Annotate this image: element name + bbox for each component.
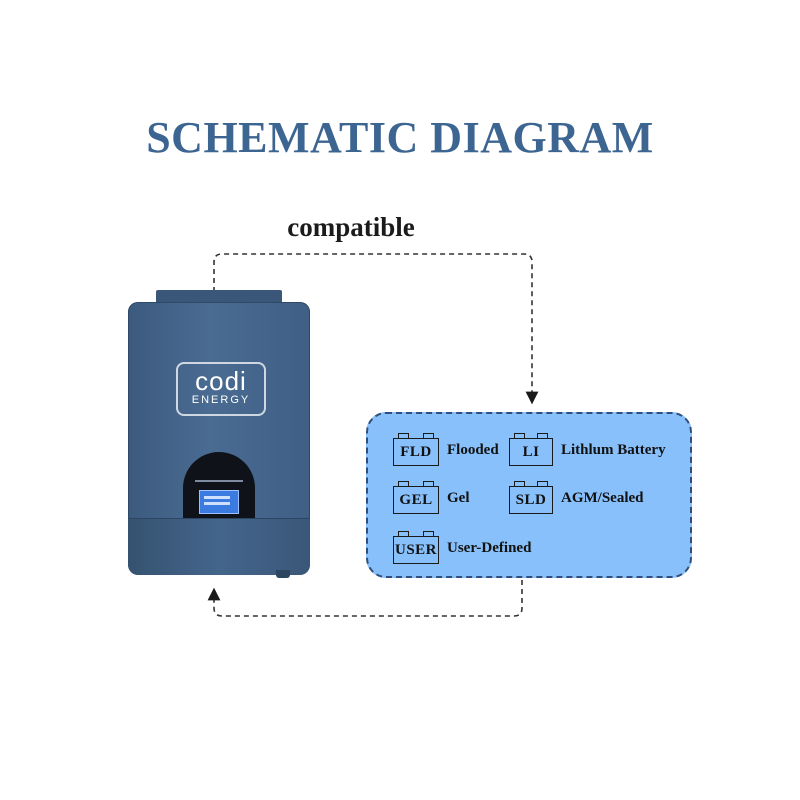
battery-icon: LI xyxy=(509,433,553,466)
lcd-screen xyxy=(199,490,239,514)
battery-label: Lithlum Battery xyxy=(561,442,666,458)
top-connector xyxy=(213,253,539,405)
battery-icon: FLD xyxy=(393,433,439,466)
battery-label: User-Defined xyxy=(447,540,532,556)
inverter-lower-cover xyxy=(128,518,310,575)
battery-label: Gel xyxy=(447,490,470,506)
compatible-label: compatible xyxy=(287,212,415,242)
hybrid-inverter: codi ENERGY xyxy=(128,290,310,580)
battery-icon: SLD xyxy=(509,481,553,514)
bottom-connector xyxy=(207,580,523,617)
battery-label: AGM/Sealed xyxy=(561,490,644,506)
battery-icon: GEL xyxy=(393,481,439,514)
brand-main-text: codi xyxy=(195,366,247,396)
battery-label: Flooded xyxy=(447,442,499,458)
mounting-bracket xyxy=(156,290,282,304)
inverter-foot xyxy=(276,570,290,578)
panel-label-strip xyxy=(195,480,243,482)
battery-types-box: FLD Flooded LI Lithlum Battery GEL Gel S… xyxy=(366,412,692,578)
brand-sub-text: ENERGY xyxy=(191,394,251,406)
diagram-title: SCHEMATIC DIAGRAM xyxy=(146,113,654,162)
brand-logo: codi ENERGY xyxy=(176,362,266,416)
battery-icon: USER xyxy=(393,531,439,564)
